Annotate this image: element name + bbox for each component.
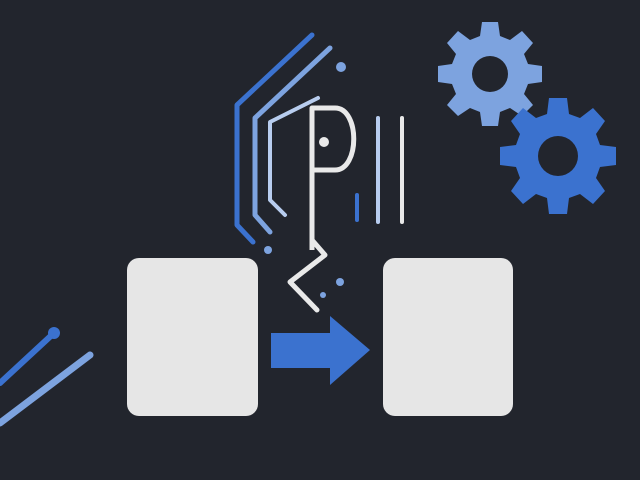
arrow-right-icon — [271, 316, 370, 385]
gear-icon-small — [438, 22, 542, 126]
target-box — [383, 258, 513, 416]
source-box — [127, 258, 258, 416]
pi-logo-icon — [287, 105, 404, 313]
circuit-trace-icon-corner — [0, 327, 94, 427]
circuit-trace-icon — [234, 32, 346, 254]
gear-icon-large — [500, 98, 616, 214]
